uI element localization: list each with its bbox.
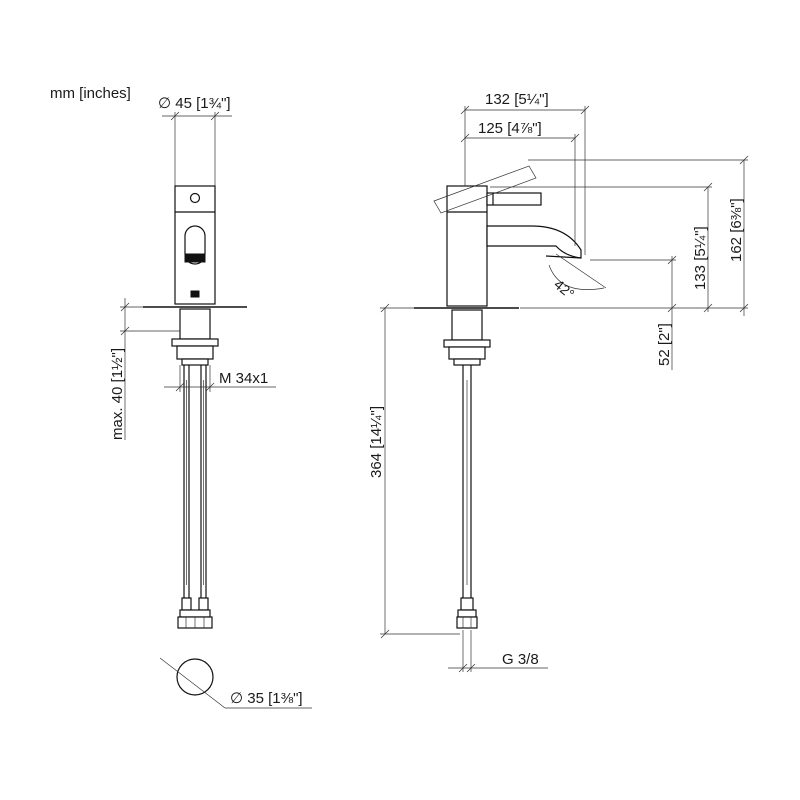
height-total-label: 162 [6⅜"] [728,198,745,262]
side-view: 42° 132 [5¼"] [368,91,749,673]
lever-closed [486,192,542,206]
projection-spout-label: 125 [4⅞"] [478,120,542,137]
top-diameter-label: ∅ 45 [1¾"] [158,95,231,112]
height-spout-dimension: 133 [5¼"] [490,182,713,313]
projection-spout-dimension: 125 [4⅞"] [460,120,580,246]
spout-side [486,225,582,259]
hole-diameter-dimension: ∅ 35 [1⅜"] [159,657,312,709]
shank-side [451,309,483,341]
thread-dimension: M 34x1 [164,365,276,392]
hose-length-dimension: 364 [14¼"] [368,303,460,639]
lever-angle-label: 42° [551,276,578,302]
height-spout-label: 133 [5¼"] [692,226,709,290]
thread-label: M 34x1 [219,370,268,387]
faucet-body-side [446,185,488,307]
front-view: ∅ 45 [1¾"] [109,95,312,709]
lever-open [433,165,537,214]
nut-front [171,338,219,347]
hole-diameter-label: ∅ 35 [1⅜"] [230,690,303,707]
shank-front [179,308,211,340]
height-base-label: 52 [2"] [656,323,673,366]
connection-label: G 3/8 [502,651,539,668]
max-thickness-label: max. 40 [1½"] [109,348,126,440]
projection-total-label: 132 [5¼"] [485,91,549,108]
height-total-dimension: 162 [6⅜"] [520,155,749,316]
projection-total-dimension: 132 [5¼"] [460,91,590,255]
lever-angle-dimension: 42° [548,253,607,302]
max-thickness-dimension: max. 40 [1½"] [109,298,180,440]
nut-side [443,339,491,348]
hoses-front [177,365,213,629]
hose-side [456,365,478,629]
height-base-dimension: 52 [2"] [590,255,677,370]
units-note: mm [inches] [50,85,131,102]
top-diameter-dimension: ∅ 45 [1¾"] [158,95,232,186]
hose-length-label: 364 [14¼"] [368,406,385,478]
connection-dimension: G 3/8 [448,630,548,673]
